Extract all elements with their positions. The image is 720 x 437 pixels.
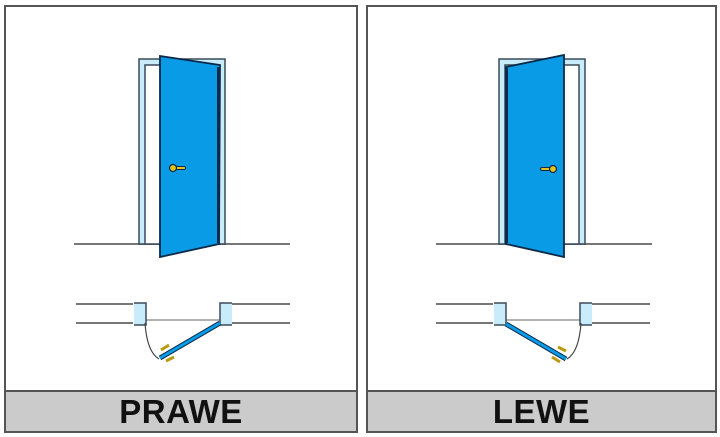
label-bar-prawe: PRAWE xyxy=(6,390,356,431)
door-label: PRAWE xyxy=(119,392,243,430)
door-panel-prawe: PRAWE xyxy=(4,5,358,433)
door-label: LEWE xyxy=(492,392,591,430)
door-leaf xyxy=(159,54,221,259)
door-plan-prawe xyxy=(76,302,290,363)
door-panel-lewe: LEWE xyxy=(366,5,717,433)
arrow-left-handle-icon xyxy=(168,163,186,173)
door-elevation-lewe xyxy=(436,53,652,364)
door-leaf xyxy=(505,53,565,259)
door-elevation-prawe xyxy=(74,54,290,363)
arrow-right-handle-icon xyxy=(540,164,558,174)
door-plan-lewe xyxy=(436,302,650,364)
label-bar-lewe: LEWE xyxy=(368,390,715,431)
